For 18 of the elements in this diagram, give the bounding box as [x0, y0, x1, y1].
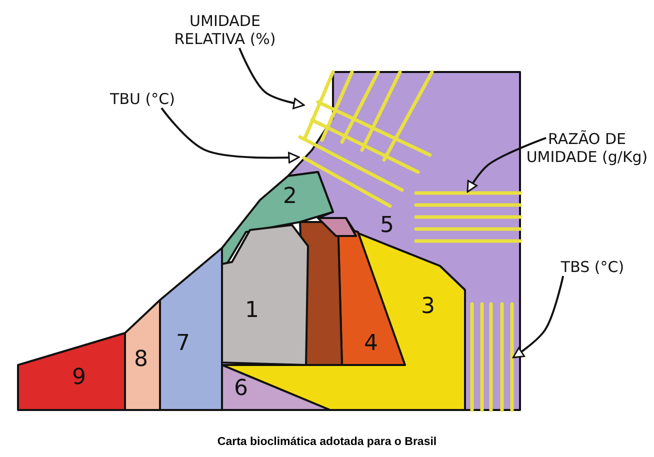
zone-number: 1 — [245, 300, 259, 322]
zone-number: 2 — [283, 186, 297, 208]
zone-number: 8 — [134, 349, 148, 371]
arrow — [238, 48, 305, 110]
zone-number: 4 — [364, 333, 378, 355]
axis-label: UMIDADE RELATIVA (%) — [173, 12, 277, 48]
arrow — [466, 136, 546, 193]
caption: Carta bioclimática adotada para o Brasil — [217, 436, 437, 448]
arrow — [512, 276, 564, 358]
zone-number: 7 — [176, 333, 190, 355]
zone-number: 5 — [380, 215, 394, 237]
zone-number: 6 — [234, 378, 248, 400]
axis-label: TBS (°C) — [560, 258, 624, 276]
arrow — [160, 107, 300, 164]
axis-label: RAZÃO DE UMIDADE (g/Kg) — [525, 130, 649, 166]
zone-number: 9 — [72, 367, 86, 389]
axis-label: TBU (°C) — [110, 90, 175, 108]
zone-number: 3 — [421, 296, 435, 318]
